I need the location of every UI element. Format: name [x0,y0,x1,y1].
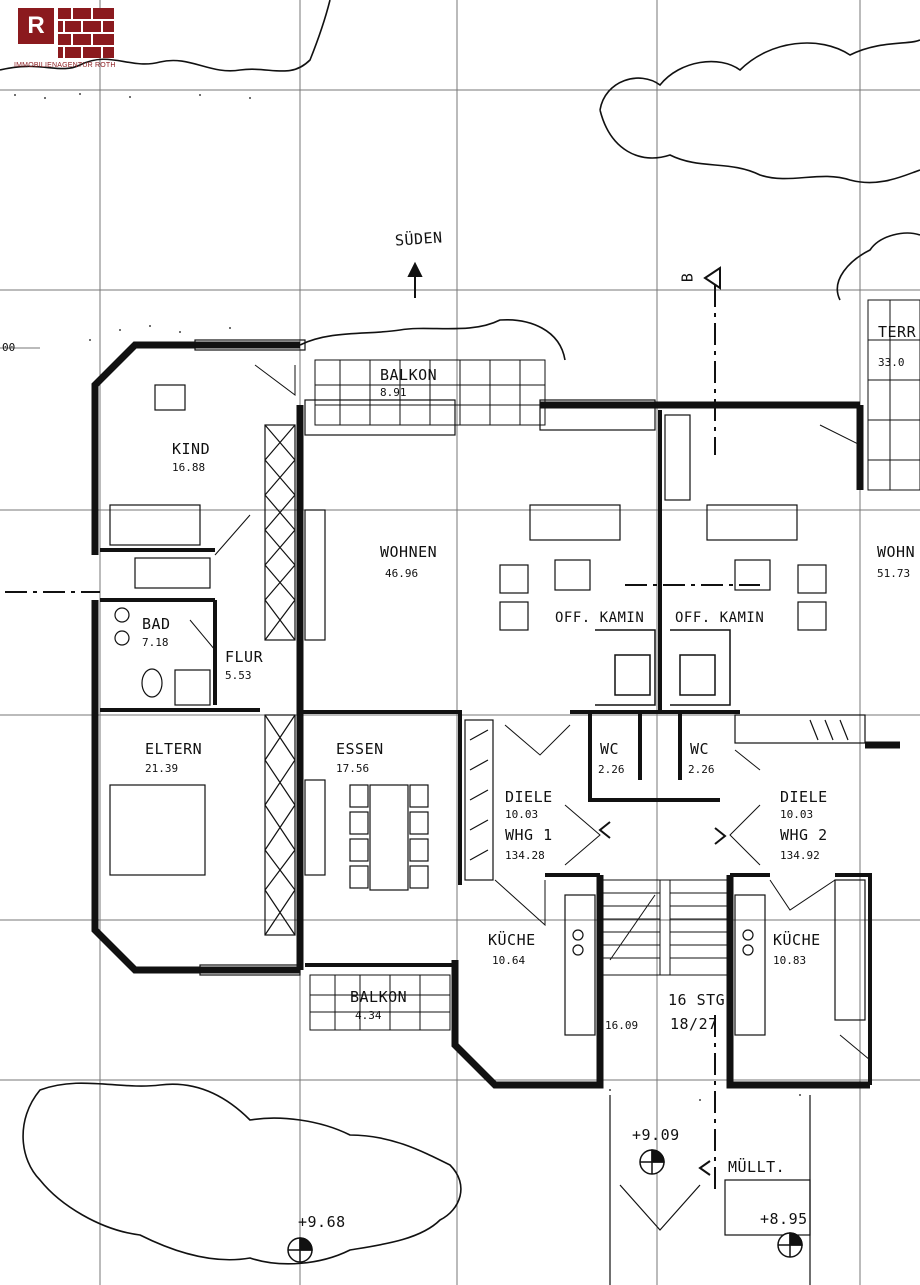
room-name-essen: ESSEN [336,740,384,758]
unit-name-whg-1: WHG 1 [505,826,553,844]
north-arrow [407,261,423,298]
room-area-eltern: 21.39 [145,762,179,775]
storage-cabinets [264,424,866,936]
logo-company-name: IMMOBILIENAGENTUR ROTH [14,62,116,69]
room-area-flur: 5.53 [225,669,252,682]
entrance-ramp [609,1095,811,1285]
wall-outlines [194,339,691,976]
logo-letter: R [18,8,54,44]
stairs-label: 16 STG. [668,991,735,1009]
orientation-label: SÜDEN [394,228,444,250]
room-area-wohnen-2: 51.73 [877,567,911,580]
section-marker-triangles [598,266,727,1176]
hatch-dots [14,93,801,1101]
room-area-kueche-1: 10.64 [492,954,526,967]
interior-walls [100,410,872,1085]
unit-area-whg-2: 134.92 [780,849,820,862]
room-name-kamin-1: OFF. KAMIN [555,610,645,626]
room-area-kueche-2: 10.83 [773,954,807,967]
level-garden: +9.68 [298,1213,346,1231]
room-name-wohnen-1: WOHNEN [380,543,438,561]
unit-area-whg-1: 134.28 [505,849,545,862]
fireplaces [595,629,731,706]
edge-number: 00 [2,341,16,354]
room-area-kind: 16.88 [172,461,206,474]
axis-lines [5,285,760,1190]
room-name-terrasse: TERR [878,323,917,341]
level-markers [287,1149,803,1263]
room-name-wc-1: WC [600,740,620,758]
company-logo: R IMMOBILIENAGENTUR ROTH [14,8,116,70]
room-name-balkon-top: BALKON [380,366,438,384]
room-area-balkon-top: 8.91 [380,386,407,399]
door-swings [189,364,871,1061]
stairs-ratio: 18/27 [670,1015,718,1033]
room-area-bad: 7.18 [142,636,169,649]
furniture [109,384,866,1236]
room-name-kamin-2: OFF. KAMIN [675,610,765,626]
room-name-flur: FLUR [225,648,264,666]
room-name-kueche-1: KÜCHE [488,931,536,949]
room-name-wohnen-2: WOHN [877,543,916,561]
level-entrance: +9.09 [632,1126,680,1144]
room-area-balkon-bottom: 4.34 [355,1009,382,1022]
level-right: +8.95 [760,1210,808,1228]
room-area-essen: 17.56 [336,762,370,775]
room-area-wohnen-1: 46.96 [385,567,419,580]
room-area-diele-2: 10.03 [780,808,814,821]
room-name-bad: BAD [142,615,171,633]
muell-label: MÜLLT. [728,1158,786,1176]
room-name-kueche-2: KÜCHE [773,931,821,949]
unit-name-whg-2: WHG 2 [780,826,828,844]
stairs-landing-area: 16.09 [605,1019,639,1032]
room-name-kind: KIND [172,440,211,458]
room-name-wc-2: WC [690,740,710,758]
room-name-eltern: ELTERN [145,740,203,758]
staircase [599,879,731,976]
room-area-wc-1: 2.26 [598,763,625,776]
room-area-wc-2: 2.26 [688,763,715,776]
room-name-diele-1: DIELE [505,788,553,806]
room-area-terrasse: 33.0 [878,356,905,369]
room-name-balkon-bottom: BALKON [350,988,408,1006]
brick-wall-icon [58,8,114,58]
room-name-diele-2: DIELE [780,788,828,806]
room-area-diele-1: 10.03 [505,808,539,821]
balcony-grids [309,299,920,1031]
exterior-walls [91,341,900,1089]
section-marker-label: B [678,272,697,283]
